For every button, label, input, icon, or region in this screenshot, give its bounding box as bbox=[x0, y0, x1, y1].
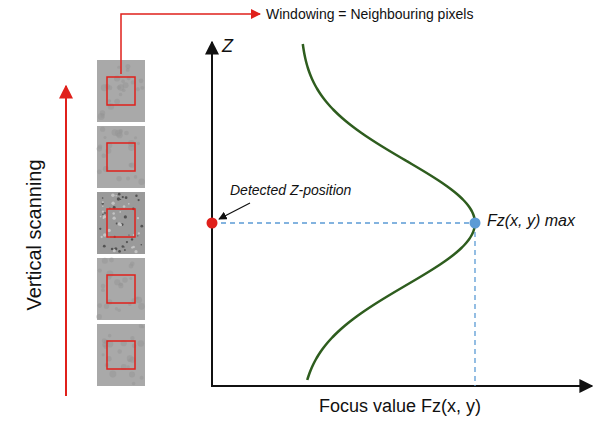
image-tile bbox=[97, 126, 145, 188]
max-dot bbox=[470, 218, 481, 229]
annotation: Detected Z-position bbox=[230, 182, 351, 198]
detected-dot bbox=[207, 218, 218, 229]
z-axis bbox=[211, 42, 213, 386]
focus-axis bbox=[211, 385, 592, 387]
axis-label: Z bbox=[222, 36, 233, 57]
image-tile bbox=[97, 324, 145, 386]
guide-line bbox=[474, 223, 475, 386]
axis-title: Focus value Fz(x, y) bbox=[319, 396, 481, 417]
scan-label: Vertical scanning bbox=[23, 159, 46, 310]
pointer-arrow bbox=[219, 203, 250, 219]
guide-line bbox=[212, 222, 475, 223]
max-label: Fz(x, y) max bbox=[487, 212, 575, 230]
windowing-leader bbox=[121, 14, 260, 74]
image-stack bbox=[96, 60, 145, 386]
image-tile bbox=[97, 192, 145, 254]
window-label: Windowing = Neighbouring pixels bbox=[266, 6, 473, 22]
image-tile bbox=[96, 258, 145, 320]
scan-arrow bbox=[65, 86, 67, 396]
focus-curve bbox=[303, 44, 475, 380]
